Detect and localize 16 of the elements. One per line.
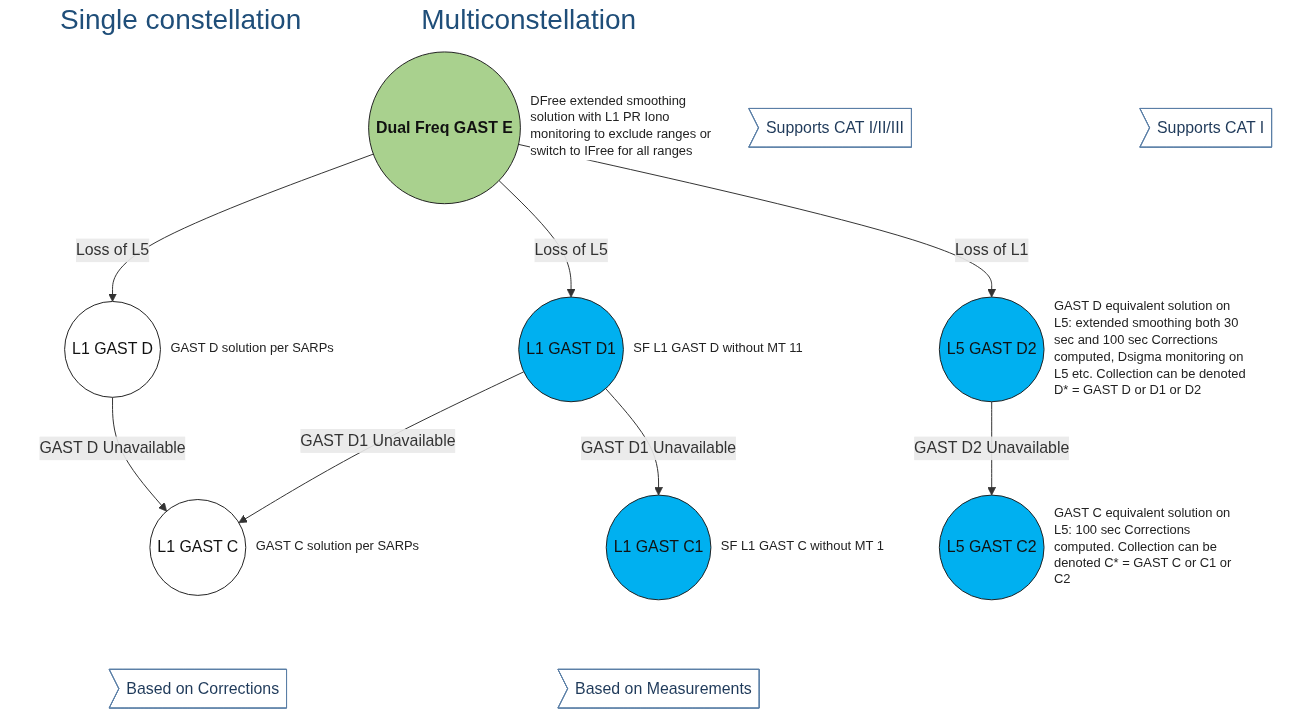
edge-label: GAST D1 Unavailable (300, 432, 456, 449)
edge-label: GAST D2 Unavailable (914, 439, 1070, 457)
node-circle: L1 GAST C (149, 499, 247, 596)
edge-label: Loss of L5 (534, 241, 608, 259)
edge-label: GAST D1 Unavailable (580, 439, 737, 457)
edge-label: Loss of L1 (955, 241, 1029, 259)
column-heading: Multiconstellation (421, 4, 637, 37)
node-circle: L5 GAST C2 (938, 494, 1045, 601)
edge-label: GAST D Unavailable (39, 439, 186, 457)
node-circle: L5 GAST D2 (938, 296, 1045, 403)
node-circle: Dual Freq GAST E (368, 51, 521, 205)
column-heading: Single constellation (60, 4, 302, 37)
node-circle: L1 GAST D (64, 300, 161, 398)
edge-label: Loss of L5 (75, 241, 150, 259)
node-circle: L1 GAST D1 (518, 296, 624, 403)
node-circle: L1 GAST C1 (605, 494, 712, 601)
